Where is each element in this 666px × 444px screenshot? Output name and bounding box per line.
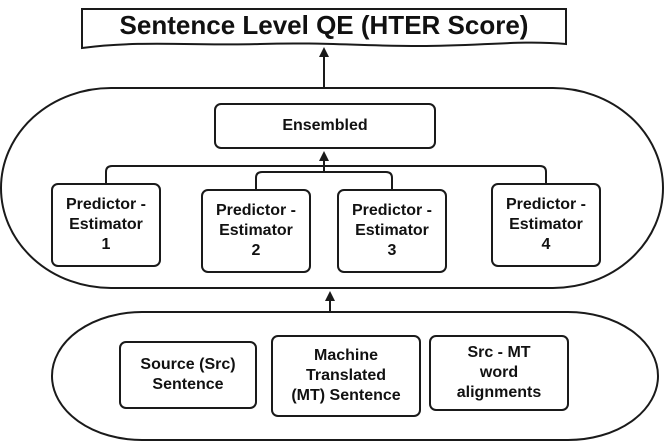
input-box-alignments: [429, 335, 569, 411]
connector-outer: [105, 165, 547, 184]
predictor-box-2: [201, 189, 311, 273]
predictor-box-3: [337, 189, 447, 273]
ensembled-box: [214, 103, 436, 149]
predictor-box-4: [491, 183, 601, 267]
input-box-mt: [271, 335, 421, 417]
title-document-shape: [81, 8, 567, 50]
input-box-source: [119, 341, 257, 409]
predictor-box-1: [51, 183, 161, 267]
